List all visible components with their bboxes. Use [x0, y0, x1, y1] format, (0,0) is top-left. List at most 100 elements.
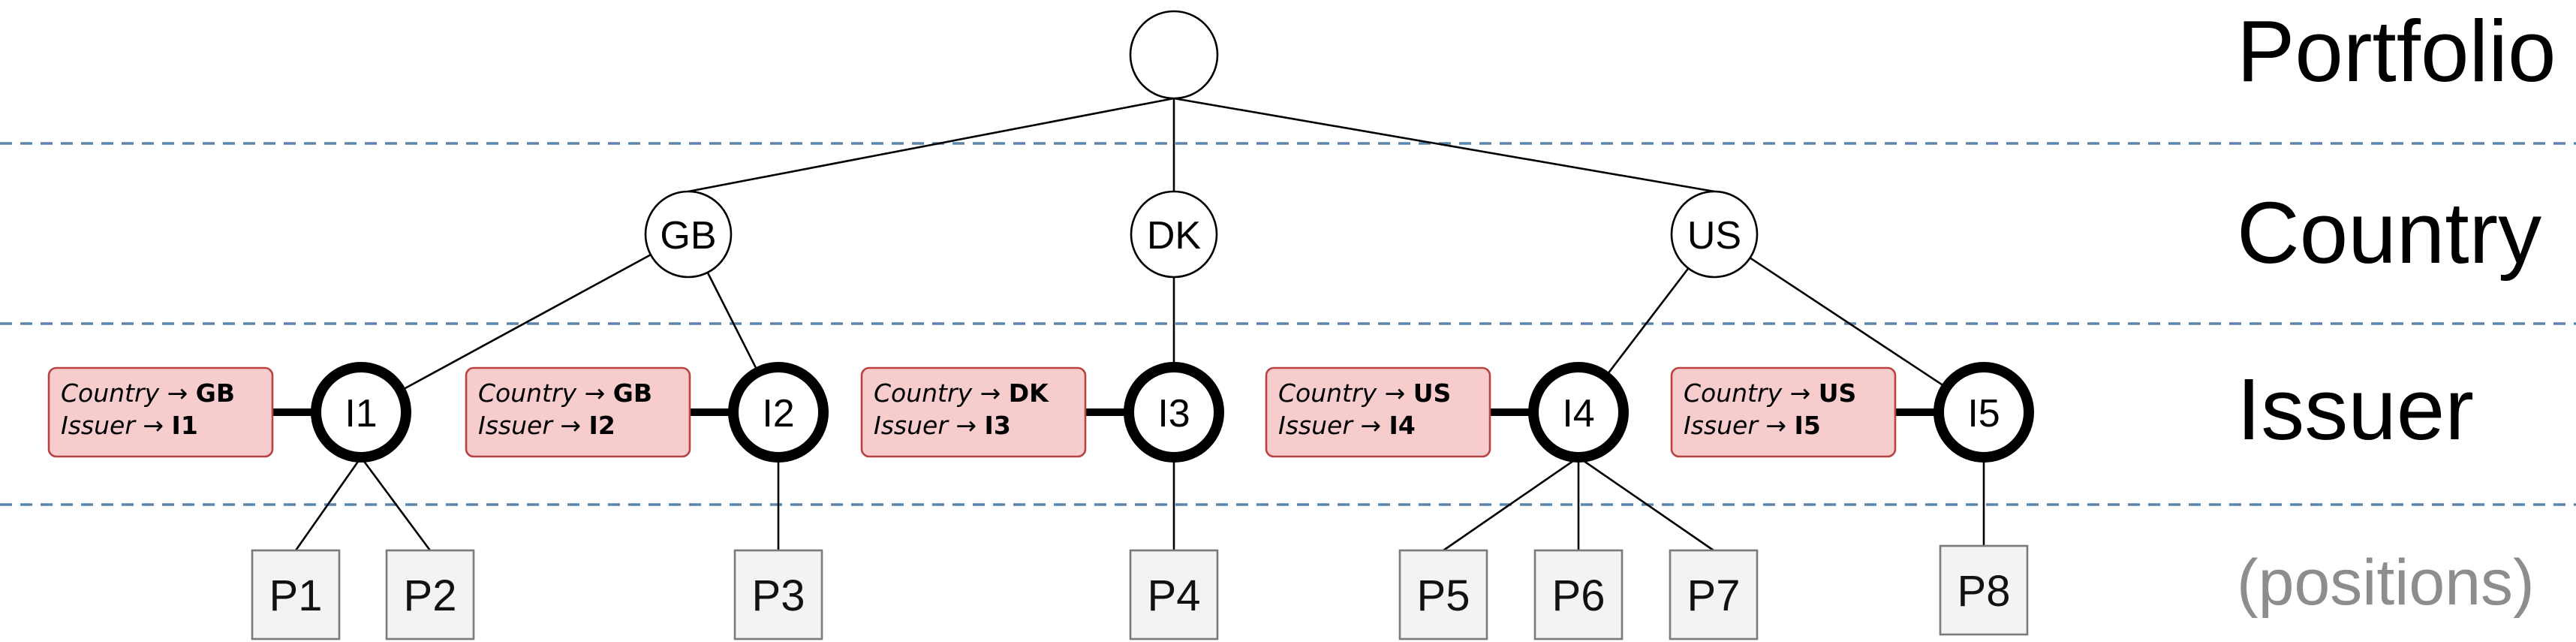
mapping-rule-key: Issuer: [1684, 411, 1765, 440]
issuer-node-i1: I1: [311, 362, 411, 463]
level-labels: Portfolio Country Issuer (positions): [2237, 2, 2556, 619]
mapping-rule-key: Issuer: [478, 411, 560, 440]
mapping-rule-i5: Country → US Issuer → I5: [1670, 366, 1897, 458]
level-label-country: Country: [2237, 184, 2541, 282]
country-node-label: US: [1687, 214, 1741, 258]
position-node-p5: P5: [1398, 549, 1488, 640]
position-node-box: [1129, 549, 1219, 640]
issuer-node-circle: [1124, 362, 1224, 463]
position-node-box: [1398, 549, 1488, 640]
mapping-rule-value: I1: [172, 411, 198, 440]
mapping-rule-country-line: Country → DK: [874, 378, 1049, 408]
position-node-p6: P6: [1533, 549, 1624, 640]
position-node-label: P6: [1552, 571, 1605, 620]
position-node-p7: P7: [1669, 549, 1759, 640]
mapping-rule-box: [1670, 366, 1897, 458]
mapping-rule-issuer-line: Issuer → I4: [1278, 411, 1416, 440]
issuer-node-circle: [1528, 362, 1629, 463]
position-node-p8: P8: [1939, 544, 2029, 636]
mapping-rule-i1: Country → GB Issuer → I1: [47, 366, 274, 458]
arrow-right-icon: →: [955, 411, 984, 440]
mapping-rule-issuer-line: Issuer → I5: [1684, 411, 1821, 440]
country-node-dk: DK: [1130, 190, 1218, 279]
mapping-rule-i2: Country → GB Issuer → I2: [465, 366, 691, 458]
level-label-positions: (positions): [2237, 547, 2535, 619]
position-node-label: P4: [1148, 571, 1201, 620]
mapping-rule-issuer-line: Issuer → I2: [478, 411, 615, 440]
country-node-circle: [1670, 190, 1759, 279]
level-separators: [0, 142, 2576, 506]
position-node-box: [733, 549, 823, 640]
edge-root-us: [1173, 97, 1715, 193]
country-node-circle: [644, 190, 733, 279]
mapping-rule-box: [860, 366, 1087, 458]
mapping-rule-box: [47, 366, 274, 458]
edge-i4-p5: [1443, 456, 1579, 552]
position-node-box: [251, 549, 341, 640]
mapping-rule-value: GB: [613, 378, 652, 408]
mapping-rule-key: Country: [1278, 378, 1385, 408]
issuer-node-i3: I3: [1124, 362, 1224, 463]
arrow-right-icon: →: [1360, 411, 1389, 440]
arrow-right-icon: →: [1790, 378, 1819, 408]
issuer-node-label: I4: [1562, 392, 1594, 436]
edge-i4-p7: [1578, 456, 1714, 552]
position-node-label: P7: [1687, 571, 1741, 620]
mapping-rule-country-line: Country → US: [1278, 378, 1451, 408]
edge-root-gb: [688, 97, 1175, 193]
issuer-node-circle: [728, 362, 829, 463]
edge-i1-p2: [360, 457, 432, 551]
mapping-rule-issuer-line: Issuer → I1: [61, 411, 198, 440]
edge-i1-p1: [294, 457, 363, 551]
edge-gb-i2: [706, 272, 760, 373]
position-node-label: P3: [752, 571, 805, 620]
issuer-node-label: I5: [1967, 392, 2000, 436]
edge-gb-i1: [400, 254, 652, 392]
mapping-rule-value: I5: [1795, 411, 1821, 440]
position-node-label: P1: [269, 571, 323, 620]
mapping-rule-country-line: Country → GB: [61, 378, 235, 408]
mapping-rule-value: I2: [589, 411, 615, 440]
mapping-rule-key: Issuer: [61, 411, 143, 440]
position-node-label: P5: [1417, 571, 1470, 620]
mapping-rule-key: Country: [478, 378, 585, 408]
position-node-box: [1669, 549, 1759, 640]
portfolio-node: [1129, 10, 1219, 100]
portfolio-node-circle: [1129, 10, 1219, 100]
position-node-p3: P3: [733, 549, 823, 640]
position-node-p2: P2: [385, 549, 475, 640]
issuer-node-i5: I5: [1934, 362, 2034, 463]
mapping-rule-value: GB: [196, 378, 235, 408]
mapping-rule-box: [1265, 366, 1491, 458]
mapping-rule-value: I4: [1389, 411, 1416, 440]
position-node-box: [385, 549, 475, 640]
arrow-right-icon: →: [980, 378, 1009, 408]
arrow-right-icon: →: [1385, 378, 1413, 408]
mapping-rule-key: Issuer: [874, 411, 955, 440]
arrow-right-icon: →: [167, 378, 196, 408]
country-node-label: DK: [1147, 214, 1202, 258]
arrow-right-icon: →: [585, 378, 613, 408]
country-node-gb: GB: [644, 190, 733, 279]
mapping-rule-value: US: [1413, 378, 1452, 408]
mapping-rule-country-line: Country → GB: [478, 378, 652, 408]
country-node-circle: [1130, 190, 1218, 279]
issuer-node-i2: I2: [728, 362, 829, 463]
level-label-issuer: Issuer: [2237, 360, 2474, 458]
tree-edges: [272, 97, 1985, 552]
mapping-rule-key: Country: [61, 378, 167, 408]
mapping-rule-value: DK: [1009, 378, 1049, 408]
issuer-node-circle: [311, 362, 411, 463]
mapping-rule-value: US: [1819, 378, 1857, 408]
arrow-right-icon: →: [560, 411, 588, 440]
position-node-box: [1939, 544, 2029, 636]
position-node-p1: P1: [251, 549, 341, 640]
mapping-rule-country-line: Country → US: [1684, 378, 1856, 408]
issuer-node-label: I1: [345, 392, 377, 436]
issuer-node-label: I2: [762, 392, 794, 436]
mapping-rule-issuer-line: Issuer → I3: [874, 411, 1011, 440]
mapping-rule-box: [465, 366, 691, 458]
arrow-right-icon: →: [1765, 411, 1794, 440]
